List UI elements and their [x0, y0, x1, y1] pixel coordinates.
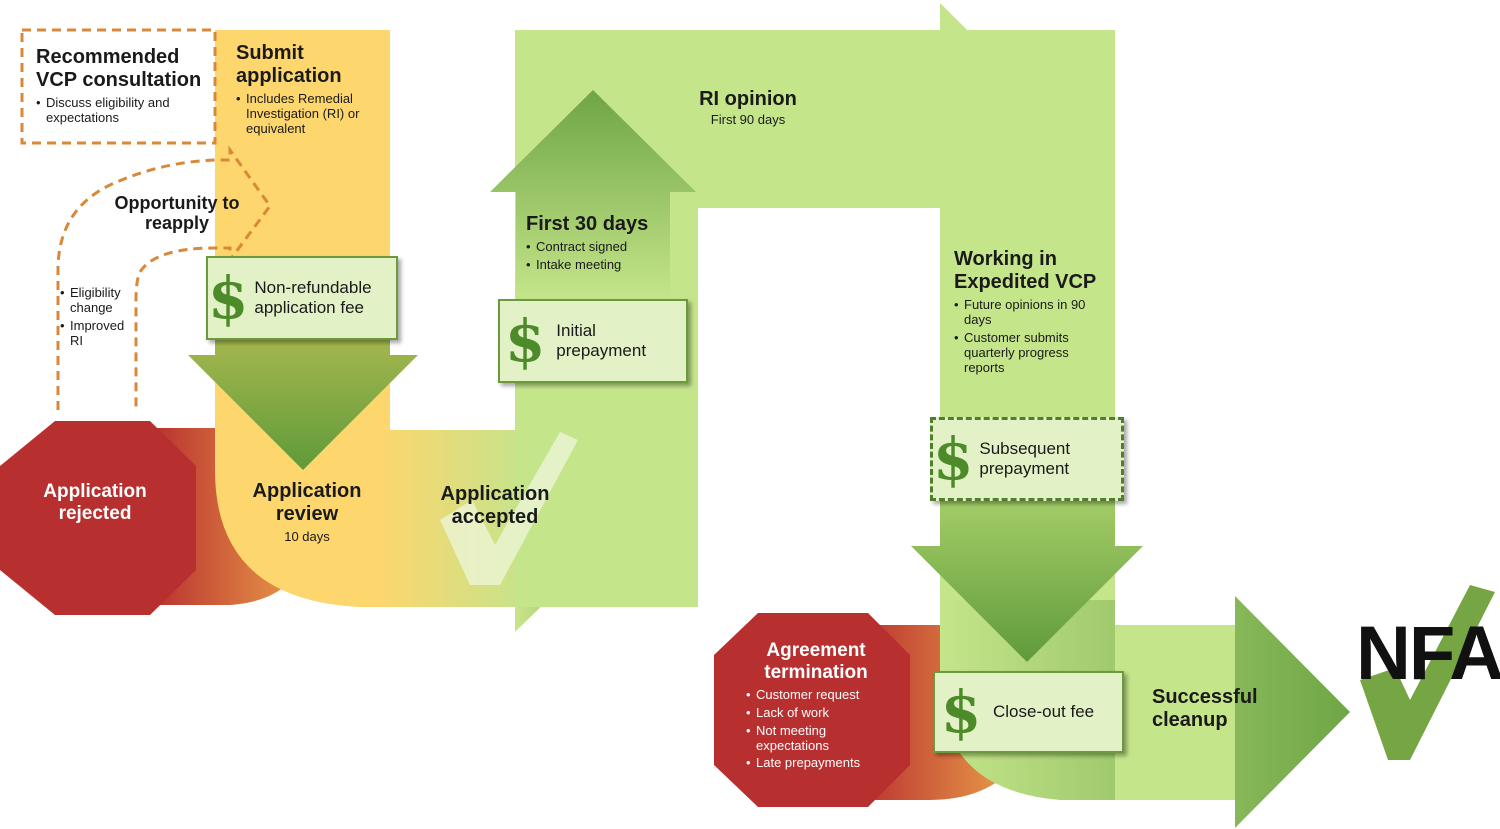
termination-bullet: Lack of work: [746, 705, 896, 721]
dollar-icon: $: [208, 264, 249, 332]
first30-title: First 30 days: [526, 213, 649, 235]
expedited-bullet: Future opinions in 90 days: [954, 297, 1104, 328]
ri-opinion-title: RI opinion: [699, 88, 797, 110]
accepted-title: Application accepted: [440, 483, 550, 528]
dollar-icon: $: [933, 425, 974, 493]
application-fee-box: $ Non-refundable application fee: [206, 256, 398, 340]
review-title: Application review: [252, 480, 362, 525]
termination-bullet: Customer request: [746, 687, 896, 703]
accepted-check-mark: [440, 432, 578, 585]
submit-label: Submit application Includes Remedial Inv…: [236, 42, 386, 140]
expedited-title: Working in Expedited VCP: [954, 248, 1097, 293]
reapply-bullet: Eligibility change: [60, 285, 134, 316]
review-days: 10 days: [284, 529, 330, 544]
reapply-bullets: Eligibility change Improved RI: [60, 285, 134, 352]
dollar-icon: $: [504, 307, 546, 375]
initial-prepayment-box: $ Initial prepayment: [498, 299, 688, 383]
termination-title: Agreement termination: [764, 640, 868, 683]
first30-label: First 30 days Contract signed Intake mee…: [526, 213, 676, 276]
submit-bullets: Includes Remedial Investigation (RI) or …: [236, 91, 386, 137]
ri-opinion-label: RI opinion First 90 days: [668, 88, 828, 128]
initial-prepayment-label: Initial prepayment: [556, 320, 647, 360]
closeout-fee-label: Close-out fee: [993, 701, 1095, 721]
expedited-label: Working in Expedited VCP Future opinions…: [954, 248, 1104, 379]
first30-bullets: Contract signed Intake meeting: [526, 239, 676, 273]
dollar-icon: $: [940, 678, 982, 746]
termination-label: Agreement termination Customer request L…: [736, 640, 896, 774]
first30-bullet: Contract signed: [526, 239, 676, 255]
submit-bullet: Includes Remedial Investigation (RI) or …: [236, 91, 386, 137]
consultation-bullet: Discuss eligibility and expectations: [36, 95, 216, 126]
termination-bullets: Customer request Lack of work Not meetin…: [746, 687, 896, 772]
submit-title: Submit application: [236, 42, 342, 87]
termination-bullet: Not meeting expectations: [746, 723, 896, 754]
reapply-bullet: Improved RI: [60, 318, 134, 349]
nfa-label: NFA: [1356, 611, 1500, 696]
ri-opinion-days: First 90 days: [710, 112, 786, 127]
reapply-loop: [56, 145, 272, 410]
closeout-fee-box: $ Close-out fee: [933, 671, 1124, 753]
cleanup-fill: [1115, 625, 1235, 800]
first30-bullet: Intake meeting: [526, 257, 676, 273]
rejected-octagon: [0, 421, 196, 615]
consultation-label: Recommended VCP consultation Discuss eli…: [36, 46, 216, 129]
rejected-title: Application rejected: [43, 481, 147, 524]
consultation-bullets: Discuss eligibility and expectations: [36, 95, 216, 126]
subsequent-prepayment-label: Subsequent prepayment: [979, 438, 1071, 478]
subsequent-prepayment-box: $ Subsequent prepayment: [930, 417, 1124, 501]
expedited-bullet: Customer submits quarterly progress repo…: [954, 330, 1104, 376]
review-label: Application review 10 days: [238, 480, 376, 545]
reapply-title: Opportunity to reapply: [114, 193, 240, 234]
application-fee-label: Non-refundable application fee: [254, 277, 372, 317]
consultation-title: Recommended VCP consultation: [36, 46, 202, 91]
expedited-bullets: Future opinions in 90 days Customer subm…: [954, 297, 1104, 376]
success-title: Successful cleanup: [1152, 686, 1258, 731]
nfa-check-icon: [1360, 585, 1495, 760]
expedited-down-arrow: [911, 490, 1143, 662]
review-down-arrow: [188, 330, 418, 470]
termination-bullet: Late prepayments: [746, 755, 896, 771]
